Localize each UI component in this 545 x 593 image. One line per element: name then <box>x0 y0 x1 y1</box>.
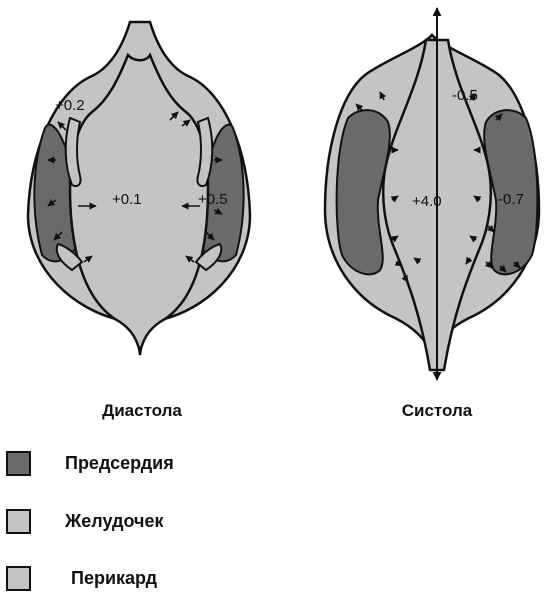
diastole-caption: Диастола <box>102 401 182 420</box>
legend-item-ventricle: Желудочек <box>6 506 163 536</box>
legend-swatch-ventricle <box>6 509 31 534</box>
legend-item-pericardium: Перикард <box>6 563 157 593</box>
systole-atrium-right-value: -0.7 <box>498 191 524 208</box>
legend-swatch-pericardium <box>6 566 31 591</box>
systole-atrium-top-value: -0.5 <box>452 87 478 104</box>
diastole-atrium-right-value: +0.5 <box>198 191 228 208</box>
systole-caption: Систола <box>402 401 473 420</box>
legend-label-atria: Предсердия <box>65 453 174 474</box>
systole-ventricle-value: +4.0 <box>412 193 442 210</box>
diastole-heart <box>28 22 250 355</box>
legend-swatch-atria <box>6 451 31 476</box>
diastole-ventricle-value: +0.1 <box>112 191 142 208</box>
diastole-atrium-top-value: +0.2 <box>55 97 85 114</box>
legend-item-atria: Предсердия <box>6 448 174 478</box>
legend-label-pericardium: Перикард <box>71 568 157 589</box>
legend-label-ventricle: Желудочек <box>65 511 163 532</box>
